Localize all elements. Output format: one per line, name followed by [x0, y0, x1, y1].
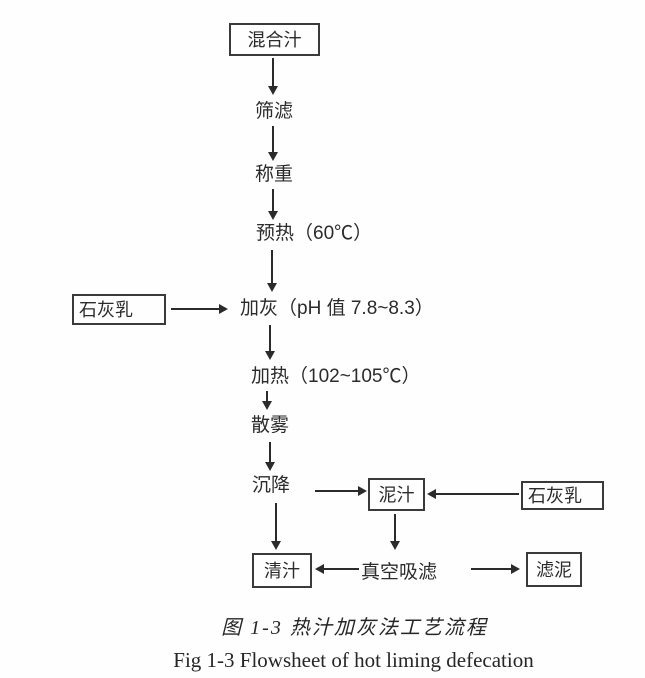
- arrow-mud-juice-to-vacuum: [390, 514, 400, 550]
- arrow-lime-milk-to-liming: [171, 304, 228, 314]
- arrow-lime-milk-to-mud-juice: [427, 489, 519, 499]
- node-screening: 筛滤: [255, 101, 294, 122]
- arrow-vacuum-to-filter-mud: [471, 564, 520, 574]
- arrow-liming-to-heating: [265, 325, 275, 360]
- arrow-preheating-to-liming: [267, 250, 277, 292]
- node-mud-juice: 泥汁: [368, 478, 425, 511]
- arrow-mixed-juice-to-screening: [268, 58, 278, 95]
- node-clear-juice: 清汁: [252, 553, 312, 588]
- arrow-weighing-to-preheating: [268, 189, 278, 220]
- node-preheating: 预热（60℃）: [256, 223, 373, 244]
- node-settling: 沉降: [252, 475, 291, 496]
- arrow-mist-to-settling: [265, 442, 275, 471]
- node-lime-milk-left: 石灰乳: [72, 294, 166, 325]
- figure-caption-english: Fig 1-3 Flowsheet of hot liming defecati…: [173, 648, 534, 672]
- arrow-settling-to-clear-juice: [271, 503, 281, 550]
- node-heating: 加热（102~105℃）: [251, 366, 421, 387]
- node-filter-mud: 滤泥: [526, 552, 582, 587]
- node-liming: 加灰（pH 值 7.8~8.3）: [240, 298, 434, 319]
- node-mixed-juice: 混合汁: [229, 23, 320, 56]
- arrow-heating-to-mist: [262, 391, 272, 410]
- arrow-screening-to-weighing: [268, 126, 278, 161]
- node-weighing: 称重: [255, 164, 294, 185]
- arrow-settling-to-mud-juice: [315, 486, 367, 496]
- node-lime-milk-right: 石灰乳: [521, 481, 604, 510]
- node-vacuum-filtration: 真空吸滤: [361, 562, 438, 583]
- figure-caption-chinese: 图 1-3 热汁加灰法工艺流程: [221, 617, 488, 639]
- arrow-vacuum-to-clear-juice: [315, 564, 359, 574]
- node-mist-dispersal: 散雾: [251, 415, 290, 436]
